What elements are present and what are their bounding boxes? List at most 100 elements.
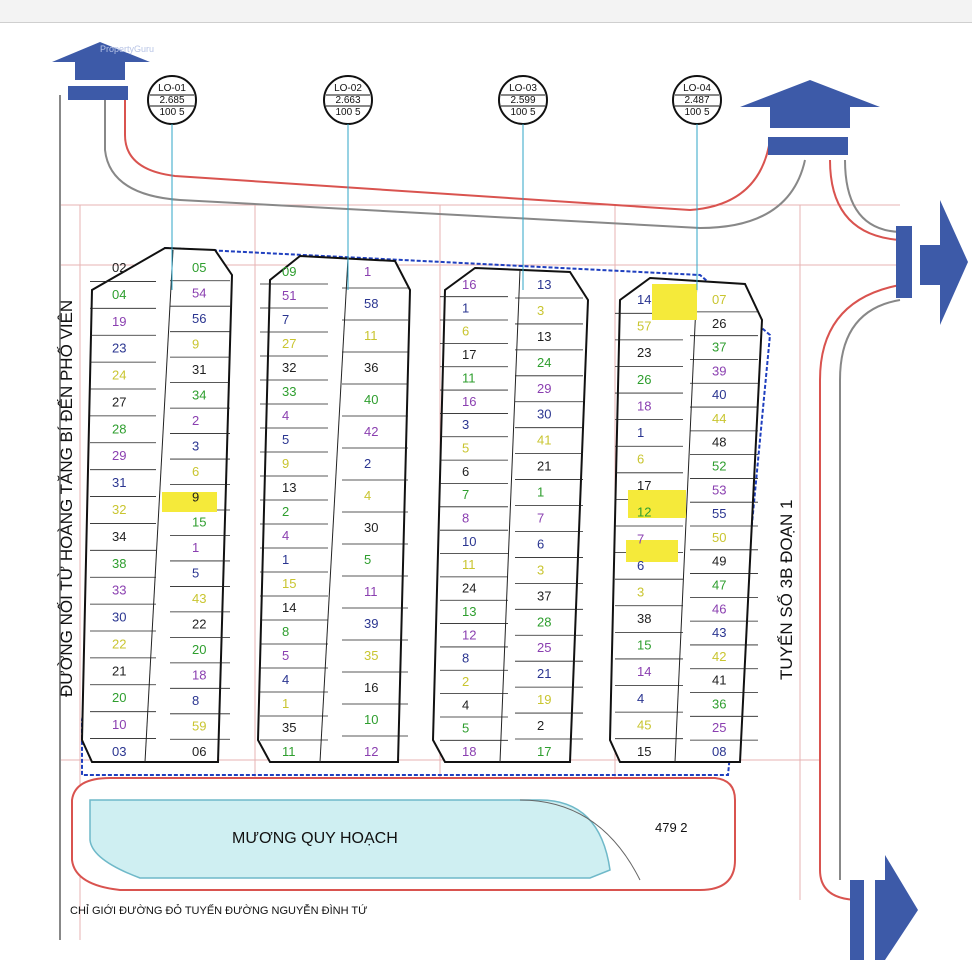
- lot-number-lo-01-right[interactable]: 6: [192, 464, 199, 479]
- lot-number-lo-04-left[interactable]: 7: [637, 531, 644, 546]
- lot-number-lo-03-left[interactable]: 6: [462, 464, 469, 479]
- lot-number-lo-03-right[interactable]: 7: [537, 511, 544, 526]
- lot-number-lo-04-right[interactable]: 07: [712, 292, 726, 307]
- lot-number-lo-04-left[interactable]: 15: [637, 638, 651, 653]
- lot-number-lo-02-right[interactable]: 39: [364, 616, 378, 631]
- lot-number-lo-03-left[interactable]: 13: [462, 604, 476, 619]
- lot-number-lo-04-left[interactable]: 6: [637, 558, 644, 573]
- highlight-lo04-17[interactable]: [628, 490, 686, 518]
- lot-number-lo-03-right[interactable]: 41: [537, 433, 551, 448]
- lot-number-lo-02-right[interactable]: 2: [364, 456, 371, 471]
- lot-number-lo-02-left[interactable]: 51: [282, 288, 296, 303]
- lot-number-lo-03-right[interactable]: 37: [537, 588, 551, 603]
- lot-number-lo-01-left[interactable]: 28: [112, 421, 126, 436]
- lot-number-lo-02-left[interactable]: 4: [282, 528, 289, 543]
- lot-number-lo-01-right[interactable]: 15: [192, 515, 206, 530]
- lot-number-lo-01-left[interactable]: 24: [112, 368, 126, 383]
- lot-number-lo-02-left[interactable]: 5: [282, 648, 289, 663]
- lot-number-lo-03-right[interactable]: 19: [537, 692, 551, 707]
- lot-number-lo-02-right[interactable]: 1: [364, 264, 371, 279]
- lot-number-lo-02-left[interactable]: 09: [282, 264, 296, 279]
- lot-number-lo-03-left[interactable]: 1: [462, 300, 469, 315]
- lot-number-lo-04-left[interactable]: 57: [637, 319, 651, 334]
- lot-number-lo-01-right[interactable]: 22: [192, 617, 206, 632]
- lot-number-lo-03-left[interactable]: 5: [462, 440, 469, 455]
- lot-number-lo-02-right[interactable]: 36: [364, 360, 378, 375]
- lot-number-lo-01-right[interactable]: 56: [192, 311, 206, 326]
- lot-number-lo-02-right[interactable]: 10: [364, 712, 378, 727]
- lot-number-lo-03-left[interactable]: 4: [462, 697, 469, 712]
- lot-number-lo-02-right[interactable]: 35: [364, 648, 378, 663]
- lot-number-lo-02-left[interactable]: 15: [282, 576, 296, 591]
- lot-number-lo-03-left[interactable]: 16: [462, 394, 476, 409]
- lot-number-lo-01-right[interactable]: 9: [192, 489, 199, 504]
- lot-number-lo-04-right[interactable]: 41: [712, 673, 726, 688]
- lot-number-lo-02-left[interactable]: 2: [282, 504, 289, 519]
- lot-number-lo-04-left[interactable]: 14: [637, 292, 651, 307]
- site-plan-map[interactable]: PropertyGuru 020419232427282931323438333…: [0, 22, 972, 960]
- lot-number-lo-01-left[interactable]: 27: [112, 394, 126, 409]
- lot-number-lo-02-right[interactable]: 4: [364, 488, 371, 503]
- lot-number-lo-03-left[interactable]: 18: [462, 744, 476, 759]
- lot-number-lo-04-left[interactable]: 23: [637, 345, 651, 360]
- lot-number-lo-01-right[interactable]: 43: [192, 591, 206, 606]
- lot-number-lo-01-left[interactable]: 04: [112, 287, 126, 302]
- lot-number-lo-02-left[interactable]: 9: [282, 456, 289, 471]
- lot-number-lo-02-left[interactable]: 8: [282, 624, 289, 639]
- lot-number-lo-02-left[interactable]: 35: [282, 720, 296, 735]
- lot-number-lo-03-left[interactable]: 6: [462, 324, 469, 339]
- lot-number-lo-01-left[interactable]: 31: [112, 475, 126, 490]
- lot-number-lo-04-left[interactable]: 18: [637, 398, 651, 413]
- lot-number-lo-04-right[interactable]: 46: [712, 601, 726, 616]
- lot-number-lo-01-right[interactable]: 9: [192, 336, 199, 351]
- lot-number-lo-01-left[interactable]: 22: [112, 636, 126, 651]
- lot-number-lo-04-left[interactable]: 1: [637, 425, 644, 440]
- lot-number-lo-03-right[interactable]: 25: [537, 640, 551, 655]
- lot-number-lo-04-left[interactable]: 3: [637, 584, 644, 599]
- lot-number-lo-01-right[interactable]: 34: [192, 387, 206, 402]
- lot-number-lo-04-left[interactable]: 12: [637, 505, 651, 520]
- lot-number-lo-01-left[interactable]: 10: [112, 717, 126, 732]
- lot-number-lo-01-right[interactable]: 18: [192, 668, 206, 683]
- lot-number-lo-03-right[interactable]: 29: [537, 381, 551, 396]
- lot-number-lo-04-right[interactable]: 49: [712, 554, 726, 569]
- lot-number-lo-04-right[interactable]: 43: [712, 625, 726, 640]
- lot-number-lo-01-right[interactable]: 05: [192, 260, 206, 275]
- lot-number-lo-04-left[interactable]: 45: [637, 717, 651, 732]
- lot-number-lo-03-right[interactable]: 13: [537, 277, 551, 292]
- highlight-lo01-9[interactable]: [162, 492, 217, 512]
- lot-number-lo-04-right[interactable]: 08: [712, 744, 726, 759]
- lot-number-lo-03-right[interactable]: 21: [537, 666, 551, 681]
- lot-number-lo-03-left[interactable]: 10: [462, 534, 476, 549]
- lot-number-lo-03-right[interactable]: 13: [537, 329, 551, 344]
- lot-number-lo-03-left[interactable]: 12: [462, 627, 476, 642]
- lot-number-lo-01-left[interactable]: 33: [112, 583, 126, 598]
- lot-number-lo-02-left[interactable]: 13: [282, 480, 296, 495]
- lot-number-lo-03-right[interactable]: 17: [537, 744, 551, 759]
- lot-number-lo-04-left[interactable]: 15: [637, 744, 651, 759]
- lot-number-lo-03-right[interactable]: 21: [537, 459, 551, 474]
- lot-number-lo-01-left[interactable]: 32: [112, 502, 126, 517]
- lot-number-lo-04-right[interactable]: 50: [712, 530, 726, 545]
- lot-number-lo-01-left[interactable]: 19: [112, 314, 126, 329]
- lot-number-lo-02-left[interactable]: 32: [282, 360, 296, 375]
- lot-number-lo-02-right[interactable]: 42: [364, 424, 378, 439]
- lot-number-lo-02-right[interactable]: 11: [364, 328, 378, 343]
- lot-number-lo-03-right[interactable]: 30: [537, 407, 551, 422]
- lot-number-lo-03-right[interactable]: 2: [537, 718, 544, 733]
- lot-number-lo-02-right[interactable]: 58: [364, 296, 378, 311]
- lot-number-lo-01-left[interactable]: 23: [112, 341, 126, 356]
- lot-number-lo-02-left[interactable]: 1: [282, 696, 289, 711]
- lot-number-lo-02-left[interactable]: 11: [282, 744, 296, 759]
- lot-number-lo-04-left[interactable]: 38: [637, 611, 651, 626]
- lot-number-lo-02-left[interactable]: 4: [282, 408, 289, 423]
- lot-number-lo-01-right[interactable]: 5: [192, 566, 199, 581]
- lot-number-lo-01-left[interactable]: 21: [112, 663, 126, 678]
- lot-number-lo-04-right[interactable]: 26: [712, 316, 726, 331]
- lot-number-lo-03-right[interactable]: 3: [537, 562, 544, 577]
- lot-number-lo-04-right[interactable]: 47: [712, 577, 726, 592]
- lot-number-lo-03-right[interactable]: 3: [537, 303, 544, 318]
- lot-number-lo-04-left[interactable]: 6: [637, 452, 644, 467]
- lot-number-lo-03-right[interactable]: 1: [537, 485, 544, 500]
- lot-number-lo-02-right[interactable]: 30: [364, 520, 378, 535]
